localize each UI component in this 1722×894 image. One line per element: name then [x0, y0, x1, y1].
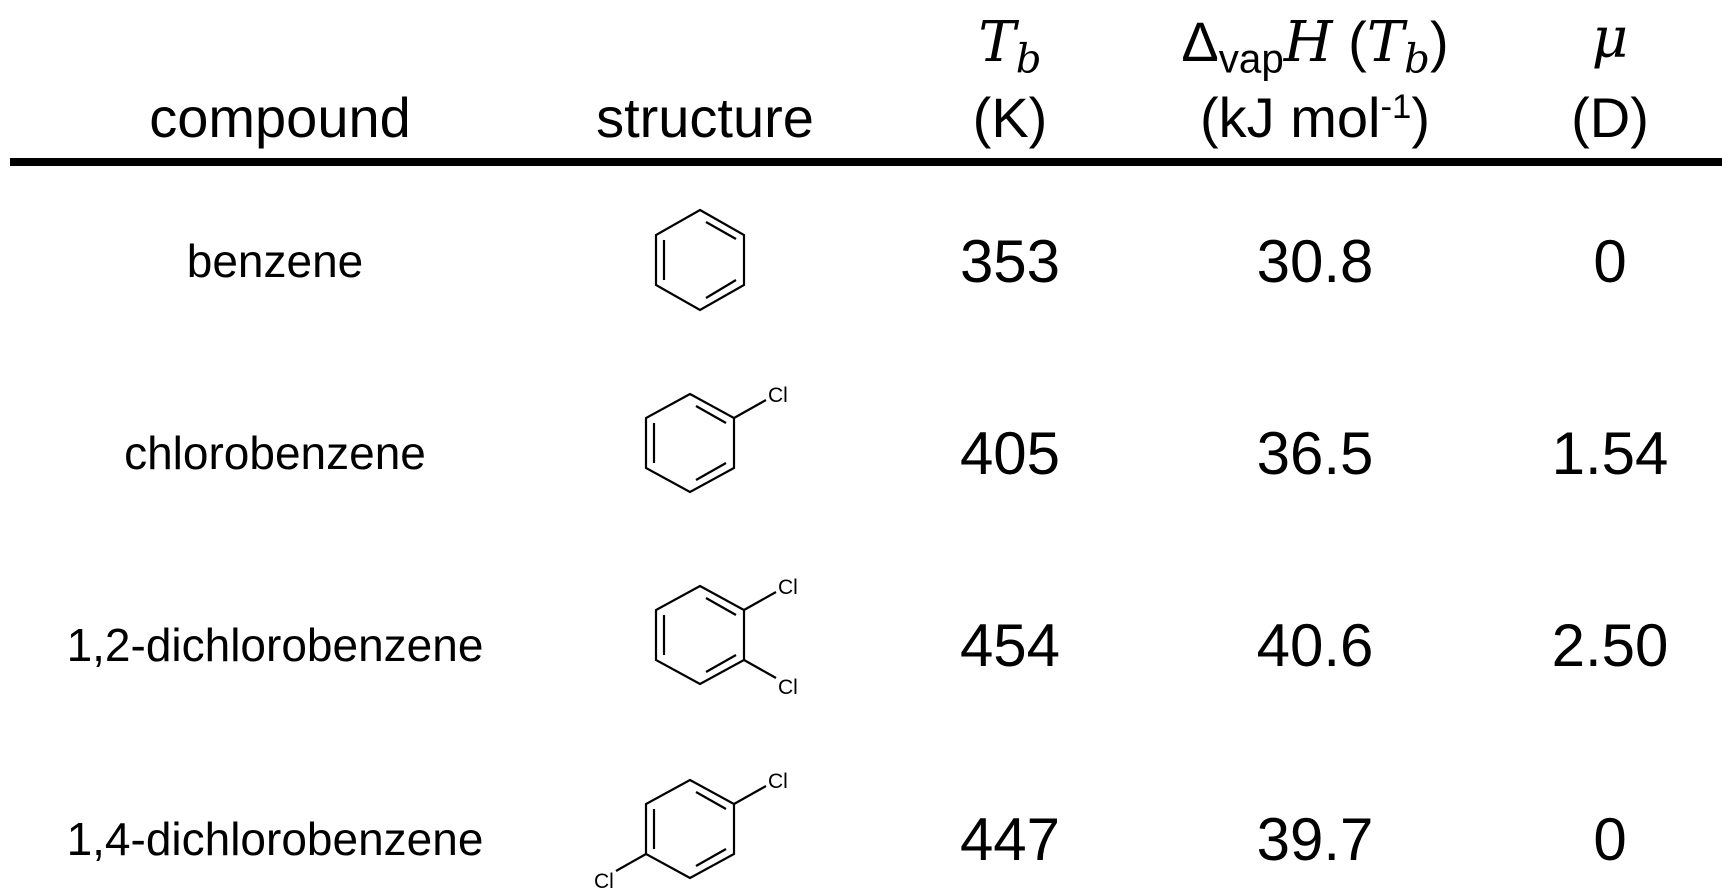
mu-value: 0 [1593, 228, 1627, 295]
header-tb-unit: (K) [972, 86, 1048, 149]
header-compound: compound [149, 86, 411, 149]
chlorine-label: Cl [768, 770, 788, 793]
dvaph-unit-text: (kJ mol [1200, 86, 1381, 150]
dvaph-unit-superscript: -1 [1380, 88, 1412, 126]
mu-symbol: μ [1591, 6, 1629, 71]
header-structure: structure [596, 86, 814, 149]
chlorine-label: Cl [768, 384, 788, 407]
dvaph-t-symbol: T [1366, 10, 1405, 75]
compound-name: 1,4-dichlorobenzene [66, 813, 484, 865]
tb-subscript: b [1015, 35, 1042, 83]
header-mu-unit: (D) [1571, 86, 1649, 149]
mu-value: 2.50 [1551, 612, 1669, 679]
mu-value: 1.54 [1551, 420, 1669, 487]
tb-symbol: T [978, 10, 1016, 75]
benzene-structure-icon [654, 208, 746, 312]
header-rule [10, 158, 1722, 166]
1-4-dichlorobenzene-structure-icon: Cl Cl [594, 770, 788, 893]
tb-value: 353 [959, 228, 1061, 295]
tb-value: 405 [959, 420, 1061, 487]
header-tb-symbol: Tb [920, 14, 1100, 80]
mu-value: 0 [1593, 806, 1627, 873]
chlorine-label: Cl [778, 576, 798, 599]
dvaph-t-subscript: b [1404, 35, 1430, 83]
header-dvaph-unit: (kJ mol-1) [1150, 90, 1480, 146]
dvaph-value: 39.7 [1256, 806, 1374, 873]
1-2-dichlorobenzene-structure-icon: Cl Cl [654, 576, 798, 699]
dvaph-value: 36.5 [1256, 420, 1374, 487]
vap-subscript: vap [1218, 35, 1284, 82]
tb-value: 454 [959, 612, 1061, 679]
chlorobenzene-structure-icon: Cl [644, 384, 788, 494]
dvaph-unit-close: ) [1411, 86, 1430, 150]
compound-name: 1,2-dichlorobenzene [66, 619, 484, 671]
delta-symbol: Δ [1181, 10, 1219, 73]
header-mu-symbol: μ [1520, 10, 1700, 67]
tb-value: 447 [959, 806, 1061, 873]
dvaph-value: 40.6 [1256, 612, 1374, 679]
compound-name: chlorobenzene [124, 427, 426, 479]
paren-open: ( [1332, 10, 1367, 73]
chlorine-label: Cl [778, 676, 798, 699]
enthalpy-symbol: H [1283, 10, 1333, 75]
paren-close: ) [1429, 10, 1449, 73]
header-dvaph-symbol: ΔvapH (Tb) [1150, 14, 1480, 80]
compound-name: benzene [186, 235, 364, 287]
chlorine-label: Cl [594, 870, 614, 893]
dvaph-value: 30.8 [1256, 228, 1374, 295]
